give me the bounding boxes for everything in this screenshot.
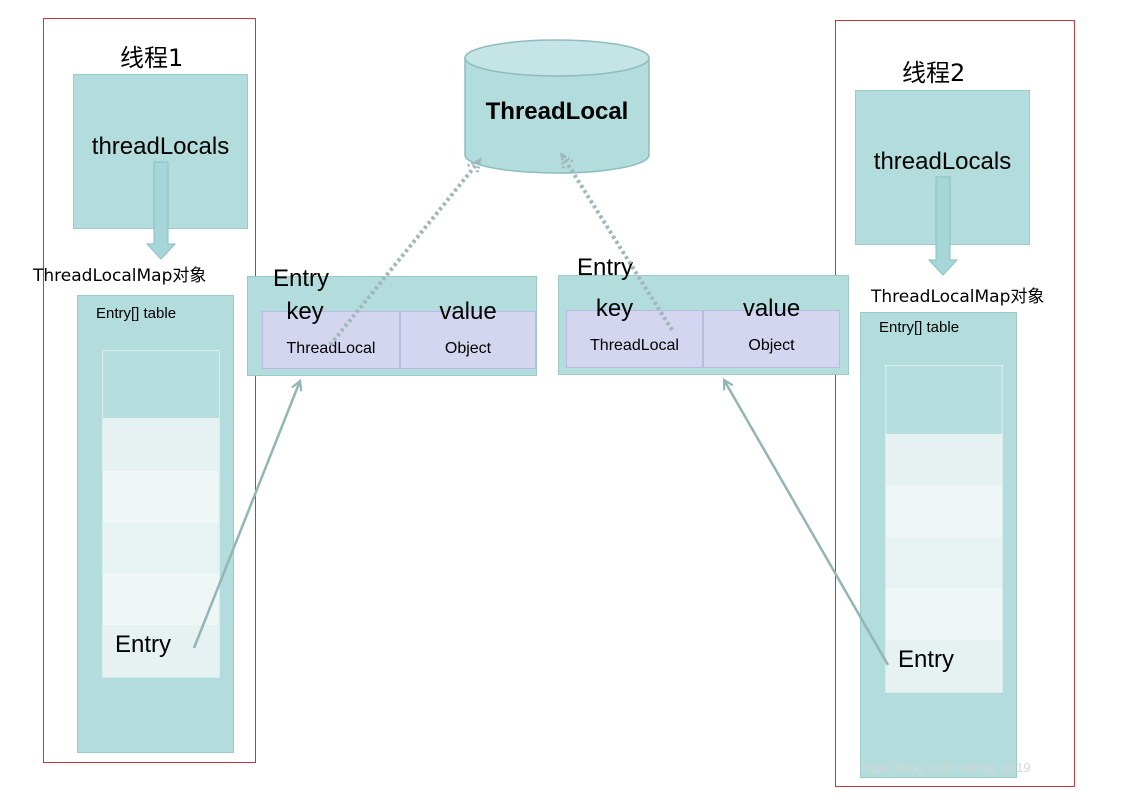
entry-right-key-label: key [595, 295, 634, 322]
thread2-entry-table: Entry [885, 365, 1003, 693]
entry-left-key-label: key [286, 298, 324, 325]
table-slot [886, 588, 1002, 640]
thread2-entry-label: Entry [898, 646, 955, 673]
table-slot [103, 471, 219, 523]
thread1-map-box: Entry[] table Entry [77, 295, 234, 753]
table-slot [886, 486, 1002, 538]
entry-right-title: Entry [577, 254, 634, 281]
thread1-title: 线程1 [120, 44, 184, 72]
entry-right-value-value: Object [748, 337, 795, 354]
entry-right-key-value: ThreadLocal [590, 337, 679, 354]
thread1-threadlocals-box: threadLocals [73, 74, 248, 229]
table-slot [103, 573, 219, 625]
thread2-threadlocals-box: threadLocals [855, 90, 1030, 245]
thread2-threadlocals-label: threadLocals [873, 148, 1012, 175]
table-slot [886, 538, 1002, 588]
entry-left-title: Entry [273, 265, 330, 292]
table-slot [103, 351, 219, 418]
entry-right-key-cell: key ThreadLocal [566, 295, 703, 368]
entry-left-value-label: value [439, 298, 497, 325]
entry-right-value-label: value [742, 295, 801, 322]
threadlocal-label: ThreadLocal [485, 98, 629, 125]
watermark: https://blog.csdn.net/qq_0019 [860, 760, 1031, 775]
thread2-map-label: ThreadLocalMap对象 [871, 287, 1045, 307]
table-slot [886, 434, 1002, 486]
thread2-map-box: Entry[] table Entry [860, 312, 1017, 778]
entry-right-value-cell: value Object [703, 295, 840, 368]
table-slot [886, 640, 1002, 692]
table-slot [103, 523, 219, 573]
thread1-entry-label: Entry [115, 631, 172, 658]
thread2-title: 线程2 [902, 59, 966, 87]
entry-left-key-value: ThreadLocal [286, 340, 376, 357]
thread1-table-label: Entry[] table [96, 305, 177, 322]
entry-left-value-value: Object [444, 340, 492, 357]
entry-left-kv-row: key ThreadLocal value Object [262, 298, 536, 369]
table-slot [886, 366, 1002, 434]
thread1-map-label: ThreadLocalMap对象 [33, 266, 207, 286]
entry-left-value-cell: value Object [400, 298, 536, 369]
entry-left-key-cell: key ThreadLocal [262, 298, 400, 369]
thread2-table-label: Entry[] table [879, 319, 960, 336]
thread1-entry-table: Entry [102, 350, 220, 678]
table-slot [103, 418, 219, 471]
thread1-threadlocals-label: threadLocals [91, 133, 230, 160]
entry-right-kv-row: key ThreadLocal value Object [566, 295, 840, 368]
